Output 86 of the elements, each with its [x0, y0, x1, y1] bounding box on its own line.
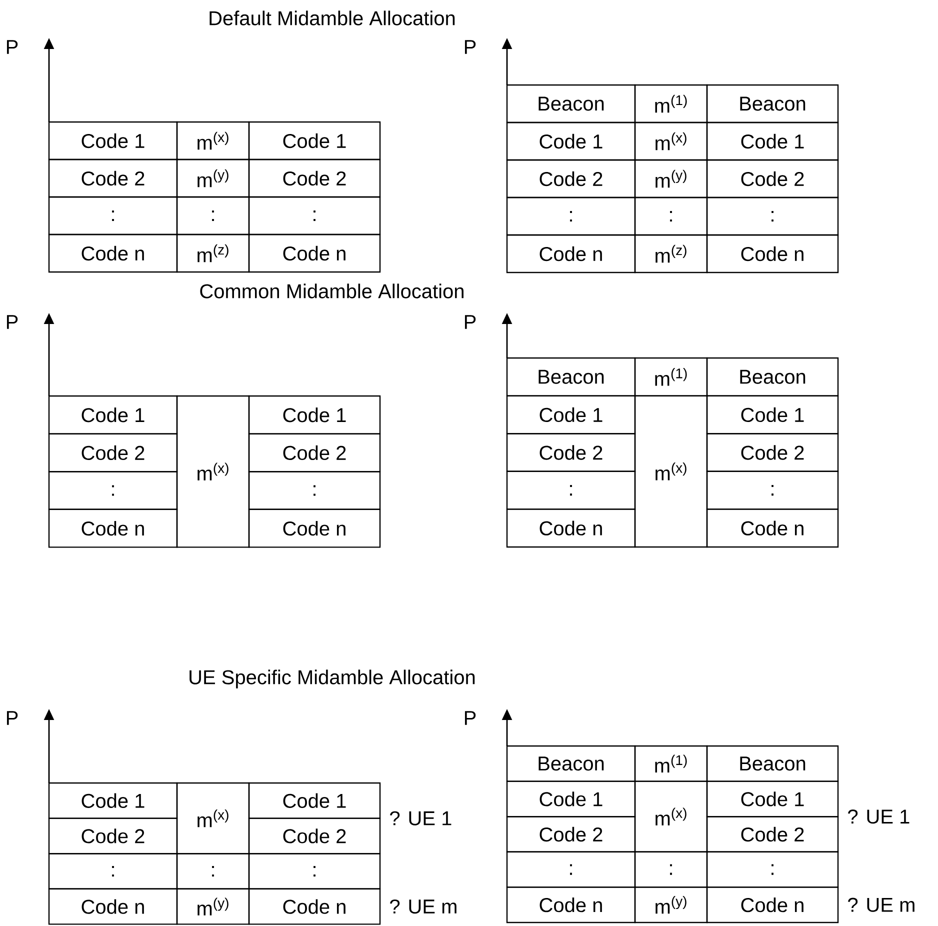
table-cell: Beacon: [706, 84, 839, 124]
table-cell: Code 2: [248, 433, 381, 472]
table-cell: :: [176, 196, 250, 236]
table-cell: :: [248, 853, 381, 890]
table-cell: Code 2: [248, 158, 381, 198]
table-cell: Code 1: [248, 395, 381, 434]
table-cell: Code 2: [506, 816, 636, 852]
table-cell: m$^{(z)}$: [634, 234, 708, 274]
table-cell: m$^{(x)}$: [176, 121, 250, 160]
table-cell: m$^{(y)}$: [634, 886, 708, 924]
table-cell: Code 2: [706, 433, 839, 472]
group-label: ? UE m: [848, 898, 914, 912]
table-cell: :: [706, 196, 839, 236]
table-cell: Code n: [48, 508, 178, 548]
table-cell: Code 1: [506, 395, 636, 434]
table-cell: m$^{(z)}$: [176, 234, 250, 273]
axis-label: P: [6, 711, 18, 725]
table-cell: Code 1: [48, 395, 178, 434]
table-cell: m$^{(y)}$: [634, 159, 708, 198]
table-cell: Beacon: [506, 84, 636, 124]
table-cell: m$^{(x)}$: [176, 782, 250, 854]
table-cell: Code n: [706, 886, 839, 924]
table-cell: m$^{(1)}$: [634, 745, 708, 782]
table-cell: Code n: [48, 234, 178, 273]
table-cell: Code 2: [506, 433, 636, 472]
axis-label: P: [464, 40, 476, 54]
section-heading: Default Midamble Allocation: [210, 10, 455, 26]
table-cell: m$^{(1)}$: [634, 357, 708, 396]
table-cell: Code 2: [48, 433, 178, 472]
table-cell: Code 1: [706, 122, 839, 161]
table-cell: :: [48, 196, 178, 236]
table-cell: m$^{(1)}$: [634, 84, 708, 124]
table-cell: m$^{(x)}$: [634, 122, 708, 161]
table-cell: Code n: [506, 234, 636, 274]
table-cell: Code 1: [506, 122, 636, 161]
table-cell: Beacon: [706, 357, 839, 396]
table-cell: m$^{(x)}$: [176, 395, 250, 548]
table-cell: m$^{(x)}$: [634, 395, 708, 548]
table-cell: :: [506, 470, 636, 510]
section-heading: UE Specific Midamble Allocation: [190, 670, 475, 688]
table-cell: :: [706, 851, 839, 888]
table-cell: m$^{(x)}$: [634, 780, 708, 852]
table-cell: Code n: [706, 234, 839, 274]
table-cell: Code n: [506, 508, 636, 548]
table-cell: :: [506, 196, 636, 236]
table-cell: :: [248, 471, 381, 510]
table-cell: Code 2: [48, 158, 178, 198]
table-cell: :: [634, 196, 708, 236]
table-cell: :: [176, 853, 250, 890]
table-cell: :: [248, 196, 381, 236]
table-cell: :: [706, 470, 839, 510]
axis-label: P: [464, 315, 476, 329]
table-cell: Code 1: [506, 780, 636, 818]
table-cell: Code 2: [706, 159, 839, 198]
table-cell: Code 1: [48, 121, 178, 160]
table-cell: Code 2: [48, 818, 178, 854]
group-label: ? UE m: [390, 899, 456, 914]
table-cell: Beacon: [706, 745, 839, 782]
table-cell: Code 1: [706, 395, 839, 434]
table-cell: m$^{(y)}$: [176, 158, 250, 198]
table-cell: Code n: [248, 508, 381, 548]
group-label: ? UE 1: [390, 811, 452, 826]
group-label: ? UE 1: [848, 810, 910, 824]
table-cell: m$^{(y)}$: [176, 888, 250, 925]
table-cell: Code 1: [48, 782, 178, 819]
table-cell: Code n: [248, 234, 381, 273]
table-cell: Code 1: [706, 780, 839, 818]
table-cell: :: [506, 851, 636, 888]
table-cell: Code 1: [248, 121, 381, 160]
axis-label: P: [6, 40, 18, 54]
table-cell: Code n: [248, 888, 381, 925]
section-heading: Common Midamble Allocation: [200, 284, 464, 298]
table-cell: Beacon: [506, 745, 636, 782]
table-cell: Code 2: [248, 818, 381, 854]
table-cell: Code 2: [506, 159, 636, 198]
table-cell: Beacon: [506, 357, 636, 396]
table-cell: :: [634, 851, 708, 888]
axis-label: P: [6, 315, 18, 329]
table-cell: :: [48, 853, 178, 890]
table-cell: Code n: [48, 888, 178, 925]
table-cell: Code n: [706, 508, 839, 548]
table-cell: :: [48, 471, 178, 510]
axis-label: P: [464, 711, 476, 725]
table-cell: Code 2: [706, 816, 839, 852]
table-cell: Code 1: [248, 782, 381, 819]
table-cell: Code n: [506, 886, 636, 924]
